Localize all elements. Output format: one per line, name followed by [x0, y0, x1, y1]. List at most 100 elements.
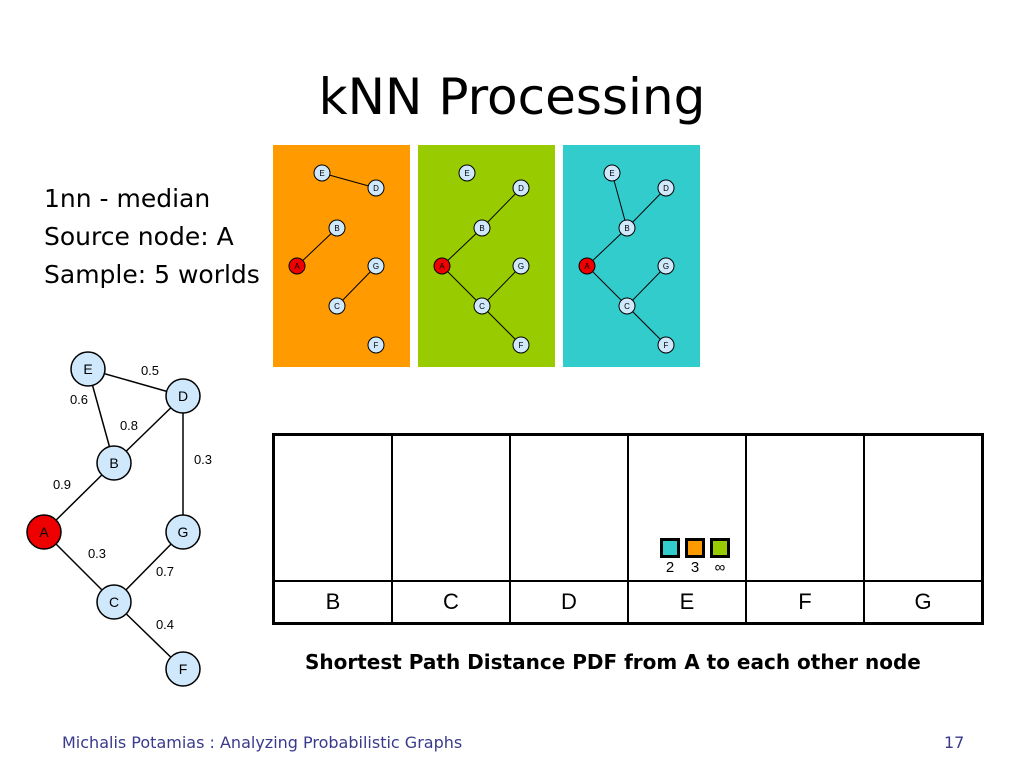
svg-text:G: G	[663, 262, 669, 271]
table-caption: Shortest Path Distance PDF from A to eac…	[305, 650, 921, 674]
node-C: C	[96, 584, 132, 620]
column-label-E: E	[627, 580, 747, 625]
world-node-D: D	[512, 179, 530, 197]
svg-text:D: D	[178, 388, 188, 404]
column-label-B: B	[272, 580, 393, 625]
world-edge-C-F	[481, 305, 522, 346]
histogram-sample	[685, 538, 705, 558]
svg-text:B: B	[334, 224, 339, 233]
node-F: F	[165, 651, 201, 687]
pdf-cell-B	[272, 433, 393, 582]
world-node-A: A	[578, 257, 596, 275]
world-edge-A-C	[586, 265, 628, 307]
svg-text:D: D	[373, 184, 379, 193]
world-edge-C-G	[626, 265, 667, 307]
svg-text:F: F	[519, 341, 524, 350]
world-node-F: F	[512, 336, 530, 354]
node-E: E	[70, 351, 106, 387]
world-edge-E-B	[611, 172, 628, 229]
svg-text:E: E	[83, 361, 92, 377]
svg-text:C: C	[334, 302, 340, 311]
edge-prob-E-D: 0.5	[141, 363, 159, 378]
world-node-C: C	[618, 297, 636, 315]
world-node-E: E	[603, 164, 621, 182]
svg-text:G: G	[518, 262, 524, 271]
svg-text:F: F	[374, 341, 379, 350]
world-node-B: B	[618, 219, 636, 237]
pdf-cell-F	[745, 433, 865, 582]
world-edge-B-D	[626, 187, 667, 229]
world-node-G: G	[367, 257, 385, 275]
node-D: D	[165, 378, 201, 414]
query-info: 1nn - median Source node: A Sample: 5 wo…	[44, 180, 260, 294]
world-panel-1: E D B A G C F	[273, 145, 410, 367]
svg-text:F: F	[179, 661, 188, 677]
world-edge-A-B	[586, 227, 628, 267]
svg-text:D: D	[518, 184, 524, 193]
svg-text:G: G	[373, 262, 379, 271]
world-edge-C-G	[336, 265, 377, 307]
world-node-E: E	[458, 164, 476, 182]
column-label-G: G	[863, 580, 984, 625]
world-node-F: F	[367, 336, 385, 354]
world-edge-A-B	[441, 227, 483, 267]
world-node-C: C	[473, 297, 491, 315]
svg-text:D: D	[663, 184, 669, 193]
pdf-cell-C	[391, 433, 511, 582]
edge-prob-E-B: 0.6	[70, 392, 88, 407]
edge-prob-B-D: 0.8	[120, 418, 138, 433]
info-line-sample: Sample: 5 worlds	[44, 260, 260, 289]
svg-text:E: E	[464, 169, 469, 178]
info-line-source: Source node: A	[44, 222, 234, 251]
world-node-E: E	[313, 164, 331, 182]
world-node-A: A	[433, 257, 451, 275]
node-A: A	[26, 514, 62, 550]
world-panel-2: E D B A G C F	[418, 145, 555, 367]
column-label-C: C	[391, 580, 511, 625]
world-node-G: G	[657, 257, 675, 275]
world-node-D: D	[657, 179, 675, 197]
slide-title: kNN Processing	[318, 68, 706, 126]
world-node-A: A	[288, 257, 306, 275]
world-edge-C-F	[626, 305, 667, 346]
svg-text:C: C	[109, 594, 119, 610]
histogram-value: 3	[691, 559, 699, 574]
edge-prob-C-F: 0.4	[156, 617, 174, 632]
world-node-B: B	[473, 219, 491, 237]
svg-text:B: B	[479, 224, 484, 233]
histogram-value: 2	[666, 559, 674, 574]
world-edge-C-G	[481, 265, 522, 307]
world-edge-A-B	[296, 227, 338, 267]
pdf-cell-D	[509, 433, 629, 582]
svg-text:C: C	[479, 302, 485, 311]
world-node-C: C	[328, 297, 346, 315]
edge-prob-A-C: 0.3	[88, 546, 106, 561]
svg-text:C: C	[624, 302, 630, 311]
histogram-sample	[660, 538, 680, 558]
edge-prob-C-G: 0.7	[156, 564, 174, 579]
svg-text:G: G	[178, 524, 189, 540]
svg-text:A: A	[439, 262, 445, 271]
svg-text:B: B	[624, 224, 629, 233]
node-G: G	[165, 514, 201, 550]
info-line-method: 1nn - median	[44, 184, 211, 213]
edge-prob-A-B: 0.9	[53, 477, 71, 492]
svg-text:B: B	[109, 455, 118, 471]
footer-author: Michalis Potamias : Analyzing Probabilis…	[62, 733, 463, 752]
world-edge-E-D	[321, 172, 377, 189]
world-node-D: D	[367, 179, 385, 197]
svg-text:E: E	[609, 169, 614, 178]
pdf-cell-G	[863, 433, 984, 582]
svg-text:A: A	[294, 262, 300, 271]
svg-text:A: A	[39, 524, 49, 540]
world-node-G: G	[512, 257, 530, 275]
column-label-F: F	[745, 580, 865, 625]
column-label-D: D	[509, 580, 629, 625]
svg-text:E: E	[319, 169, 324, 178]
